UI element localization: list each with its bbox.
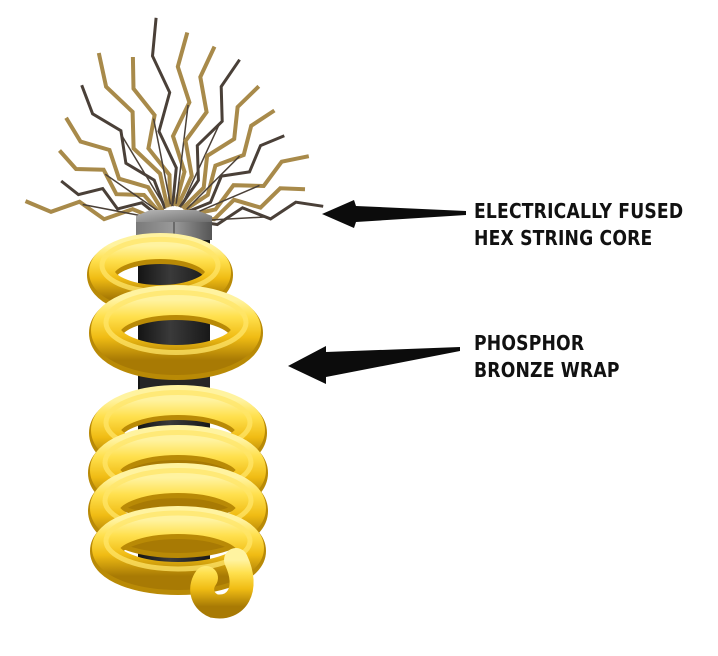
lightning-bolt-icon: [181, 84, 261, 210]
lightning-bolt-icon: [178, 58, 241, 209]
spark-streak: [120, 134, 166, 207]
spark-streak: [175, 104, 189, 205]
lightning-bolt-icon: [58, 149, 162, 215]
arrow-left-icon: [288, 346, 460, 384]
label-hex-string-core: ELECTRICALLY FUSED HEX STRING CORE: [474, 198, 683, 252]
lightning-bolt-icon: [96, 52, 170, 208]
arrow-left-icon: [322, 200, 466, 228]
lightning-bolt-icon: [80, 84, 167, 210]
bronze-wrap-coil: [87, 233, 268, 619]
spark-streak: [152, 118, 172, 205]
coil-turn-highlight: [103, 290, 249, 356]
hex-core-top-face: [136, 210, 212, 222]
spark-streak: [104, 173, 160, 213]
lightning-bolt-icon: [186, 134, 285, 214]
coil-wire-tail: [190, 548, 254, 619]
label-core-line-2: HEX STRING CORE: [474, 226, 653, 250]
lightning-bolt-icon: [150, 17, 178, 207]
lightning-bolt-icon: [189, 200, 324, 227]
coil-turn-highlight: [103, 510, 253, 572]
label-wrap-line-1: PHOSPHOR: [474, 331, 585, 355]
spark-streak: [186, 155, 241, 210]
lightning-bolt-icon: [64, 116, 165, 212]
label-core-line-1: ELECTRICALLY FUSED: [474, 199, 684, 223]
lightning-bolt-icon: [170, 31, 192, 207]
lightning-bolt-icon: [188, 154, 310, 217]
lightning-bolt-icon: [175, 45, 217, 208]
spark-streak: [180, 123, 221, 207]
lightning-bolt-icon: [24, 199, 159, 222]
spark-burst: [24, 17, 324, 227]
spark-streak: [190, 184, 260, 216]
label-bronze-wrap: PHOSPHOR BRONZE WRAP: [474, 330, 620, 384]
lightning-bolt-icon: [130, 56, 173, 207]
lightning-bolt-icon: [60, 179, 160, 218]
lightning-bolt-icon: [183, 108, 276, 212]
label-wrap-line-2: BRONZE WRAP: [474, 358, 620, 382]
